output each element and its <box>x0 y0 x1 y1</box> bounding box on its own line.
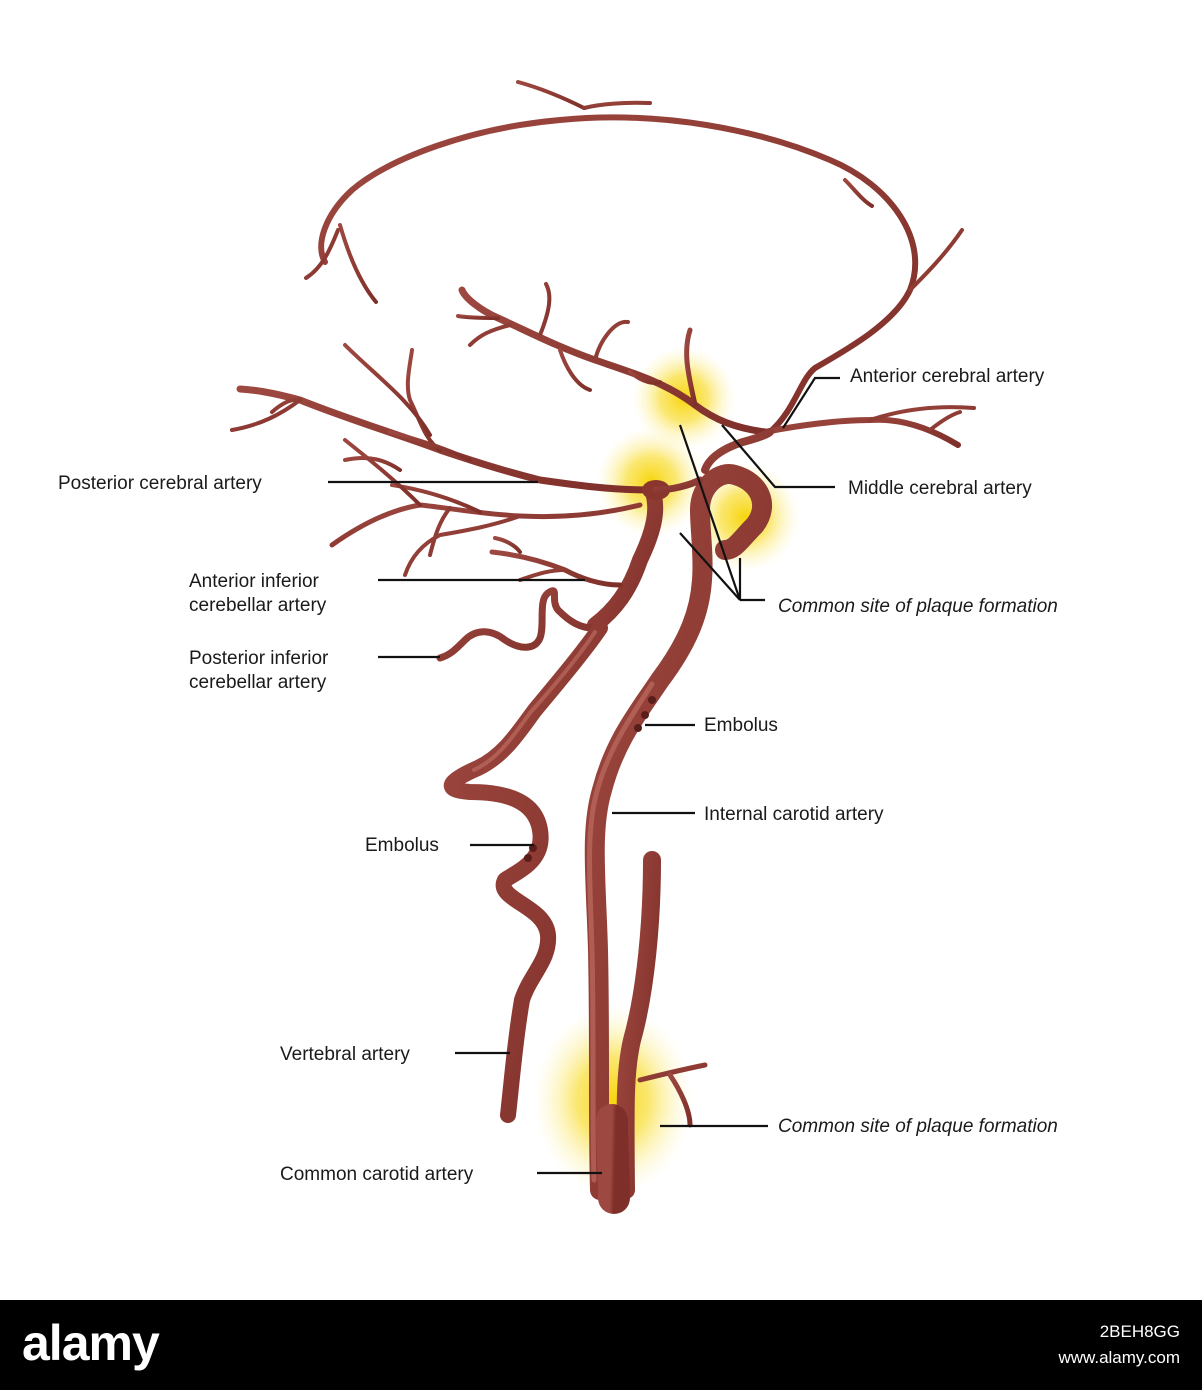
pca-lower-branch-5 <box>345 440 420 505</box>
pca-branch-3 <box>408 350 440 450</box>
common-carotid-artery <box>612 1120 614 1198</box>
label-embolus-right: Embolus <box>704 715 778 736</box>
mca-branch-3 <box>470 325 510 345</box>
mca-branch-2 <box>458 316 498 318</box>
image-id: 2BEH8GG <box>1100 1322 1180 1342</box>
anterior-cerebral-arch <box>321 117 915 432</box>
pca-lower-branch-4 <box>430 508 450 555</box>
arch-branch-back-2 <box>340 225 376 302</box>
cerebral-arteries-diagram: Anterior cerebral artery Middle cerebral… <box>0 0 1202 1300</box>
plaque-glow-spots <box>533 346 800 1195</box>
alamy-logo: alamy <box>22 1314 159 1372</box>
label-embolus-left: Embolus <box>365 835 439 856</box>
site-url: www.alamy.com <box>1058 1348 1180 1368</box>
front-branch-fork <box>930 412 960 430</box>
label-middle-cerebral-artery: Middle cerebral artery <box>848 478 1032 499</box>
arch-branch-top-2 <box>584 103 650 108</box>
pca-branch-1 <box>232 400 300 430</box>
label-plaque-lower: Common site of plaque formation <box>778 1116 1058 1137</box>
label-internal-carotid-artery: Internal carotid artery <box>704 804 884 825</box>
pca-lower-branch-2 <box>405 516 520 575</box>
aica-branch <box>520 570 565 580</box>
anterior-cerebral-front-branch <box>765 420 958 445</box>
label-vertebral-artery: Vertebral artery <box>280 1044 410 1065</box>
posterior-cerebral-main <box>240 389 650 490</box>
label-plaque-upper: Common site of plaque formation <box>778 596 1058 617</box>
aica-branch-2 <box>495 538 520 552</box>
watermark-footer: alamy 2BEH8GG www.alamy.com <box>0 1300 1202 1390</box>
label-aica-line2: cerebellar artery <box>189 595 327 616</box>
mca-branch-1 <box>540 284 549 335</box>
label-pica-line2: cerebellar artery <box>189 672 327 693</box>
label-common-carotid-artery: Common carotid artery <box>280 1164 474 1185</box>
label-anterior-cerebral-artery: Anterior cerebral artery <box>850 366 1045 387</box>
label-pica-line1: Posterior inferior <box>189 648 329 669</box>
label-posterior-cerebral-artery: Posterior cerebral artery <box>58 473 262 494</box>
mca-branch-4 <box>595 322 628 360</box>
artery-tree <box>232 82 974 1198</box>
arch-branch-top-1 <box>518 82 584 108</box>
label-aica-line1: Anterior inferior <box>189 571 320 592</box>
